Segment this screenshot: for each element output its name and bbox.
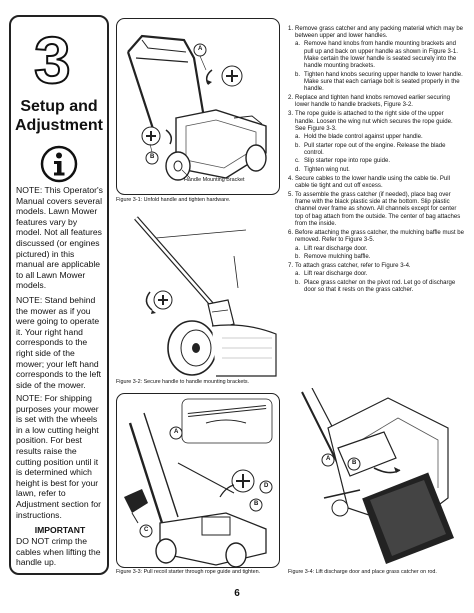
note-stand-behind: NOTE: Stand behind the mower as if you w… <box>16 295 102 390</box>
instruction-step: 6.Before attaching the grass catcher, th… <box>288 230 464 245</box>
substep-text: Pull starter rope out of the engine. Rel… <box>304 142 446 156</box>
substep-letter: a. <box>295 41 301 48</box>
note-models: NOTE: This Operator's Manual covers seve… <box>16 185 103 291</box>
figure-3-1: A B Handle Mounting Bracket Figure 3-1: … <box>116 18 280 203</box>
instruction-substep: b.Pull starter rope out of the engine. R… <box>295 143 464 158</box>
step-text: Replace and tighten hand knobs removed e… <box>295 95 450 109</box>
instruction-substep: d.Tighten wing nut. <box>295 167 464 174</box>
step-text: Secure cables to the lower handle using … <box>295 175 450 189</box>
figure-3-4: A B Figure 3-4: Lift discharge door and … <box>288 388 464 575</box>
fig1-label-b: B <box>150 154 155 160</box>
chapter-sidebar: 3 Setup and Adjustment NOTE: This Operat… <box>9 15 109 575</box>
fig1-bracket-label: Handle Mounting Bracket <box>184 177 245 183</box>
instruction-substep: a.Remove hand knobs from handle mounting… <box>295 41 464 70</box>
substep-text: Lift rear discharge door. <box>304 245 368 252</box>
instruction-step: 7.To attach grass catcher, refer to Figu… <box>288 263 464 270</box>
step-text: To assemble the grass catcher (if needed… <box>295 191 461 228</box>
substep-letter: b. <box>295 71 301 78</box>
substep-text: Remove mulching baffle. <box>304 253 371 260</box>
fig3-label-a: A <box>174 429 179 435</box>
fig2-caption: Figure 3-2: Secure handle to handle moun… <box>116 379 250 385</box>
step-number: 6. <box>288 229 294 236</box>
instruction-step: 4.Secure cables to the lower handle usin… <box>288 176 464 191</box>
fig3-label-d: D <box>264 483 269 489</box>
substep-letter: a. <box>295 271 301 278</box>
step-text: The rope guide is attached to the right … <box>295 111 453 132</box>
info-icon <box>40 145 78 183</box>
chapter-number: 3 <box>33 23 72 97</box>
substep-text: Lift rear discharge door. <box>304 271 368 278</box>
substep-letter: a. <box>295 245 301 252</box>
step-number: 3. <box>288 111 294 118</box>
step-text: Remove grass catcher and any packing mat… <box>295 25 464 39</box>
figure-3-2-illustration <box>134 216 277 377</box>
instruction-substep: a.Lift rear discharge door. <box>295 246 464 253</box>
instruction-substep: a.Hold the blade control against upper h… <box>295 134 464 141</box>
substep-text: Tighten wing nut. <box>304 166 350 173</box>
substep-text: Place grass catcher on the pivot rod. Le… <box>304 279 456 293</box>
fig4-label-a: A <box>326 456 331 462</box>
substep-letter: b. <box>295 142 301 149</box>
instruction-substep: a.Lift rear discharge door. <box>295 271 464 278</box>
substep-text: Tighten hand knobs securing upper handle… <box>304 71 463 93</box>
substep-letter: b. <box>295 279 301 286</box>
section-title-line2: Adjustment <box>15 117 103 134</box>
step-number: 2. <box>288 95 294 102</box>
important-text: DO NOT crimp the cables when lifting the… <box>16 536 101 568</box>
fig3-caption: Figure 3-3: Pull recoil starter through … <box>116 569 261 575</box>
step-number: 7. <box>288 262 294 269</box>
figure-3-1-illustration <box>116 18 280 195</box>
instruction-step: 5.To assemble the grass catcher (if need… <box>288 192 464 229</box>
fig4-label-b: B <box>352 460 357 466</box>
step-text: Before attaching the grass catcher, the … <box>295 229 464 244</box>
substep-text: Remove hand knobs from handle mounting b… <box>304 41 458 70</box>
step-number: 5. <box>288 191 294 198</box>
fig1-caption: Figure 3-1: Unfold handle and tighten ha… <box>116 197 231 203</box>
substep-text: Slip starter rope into rope guide. <box>304 158 391 165</box>
instruction-step: 1.Remove grass catcher and any packing m… <box>288 26 464 41</box>
section-title-line1: Setup and <box>20 98 98 115</box>
figure-3-2: Figure 3-2: Secure handle to handle moun… <box>116 208 280 385</box>
instruction-step: 2.Replace and tighten hand knobs removed… <box>288 95 464 110</box>
step-number: 1. <box>288 25 294 32</box>
step-text: To attach grass catcher, refer to Figure… <box>295 262 411 269</box>
step-number: 4. <box>288 175 294 182</box>
instruction-substep: b.Place grass catcher on the pivot rod. … <box>295 280 464 295</box>
fig3-label-c: C <box>144 527 149 533</box>
fig4-caption: Figure 3-4: Lift discharge door and plac… <box>288 569 437 575</box>
figure-3-3-illustration <box>116 393 280 568</box>
substep-letter: b. <box>295 253 301 260</box>
instruction-substep: b.Tighten hand knobs securing upper hand… <box>295 72 464 94</box>
substep-letter: c. <box>295 158 300 165</box>
fig1-label-a: A <box>198 46 203 52</box>
substep-text: Hold the blade control against upper han… <box>304 134 423 141</box>
figure-3-4-illustration <box>301 388 454 564</box>
substep-letter: a. <box>295 134 301 141</box>
instructions-list: 1.Remove grass catcher and any packing m… <box>288 24 464 294</box>
important-heading: IMPORTANT <box>34 525 86 535</box>
note-shipping: NOTE: For shipping purposes your mower i… <box>16 393 102 520</box>
substep-letter: d. <box>295 166 301 173</box>
instruction-step: 3.The rope guide is attached to the righ… <box>288 111 464 133</box>
instruction-substep: c. Slip starter rope into rope guide. <box>295 158 464 165</box>
page-number: 6 <box>234 588 240 599</box>
figure-3-3: A B C D Figure 3-3: Pull recoil starter … <box>116 393 280 575</box>
section-title: Setup and Adjustment <box>11 97 107 135</box>
fig3-label-b: B <box>254 501 259 507</box>
instruction-substep: b.Remove mulching baffle. <box>295 254 464 261</box>
